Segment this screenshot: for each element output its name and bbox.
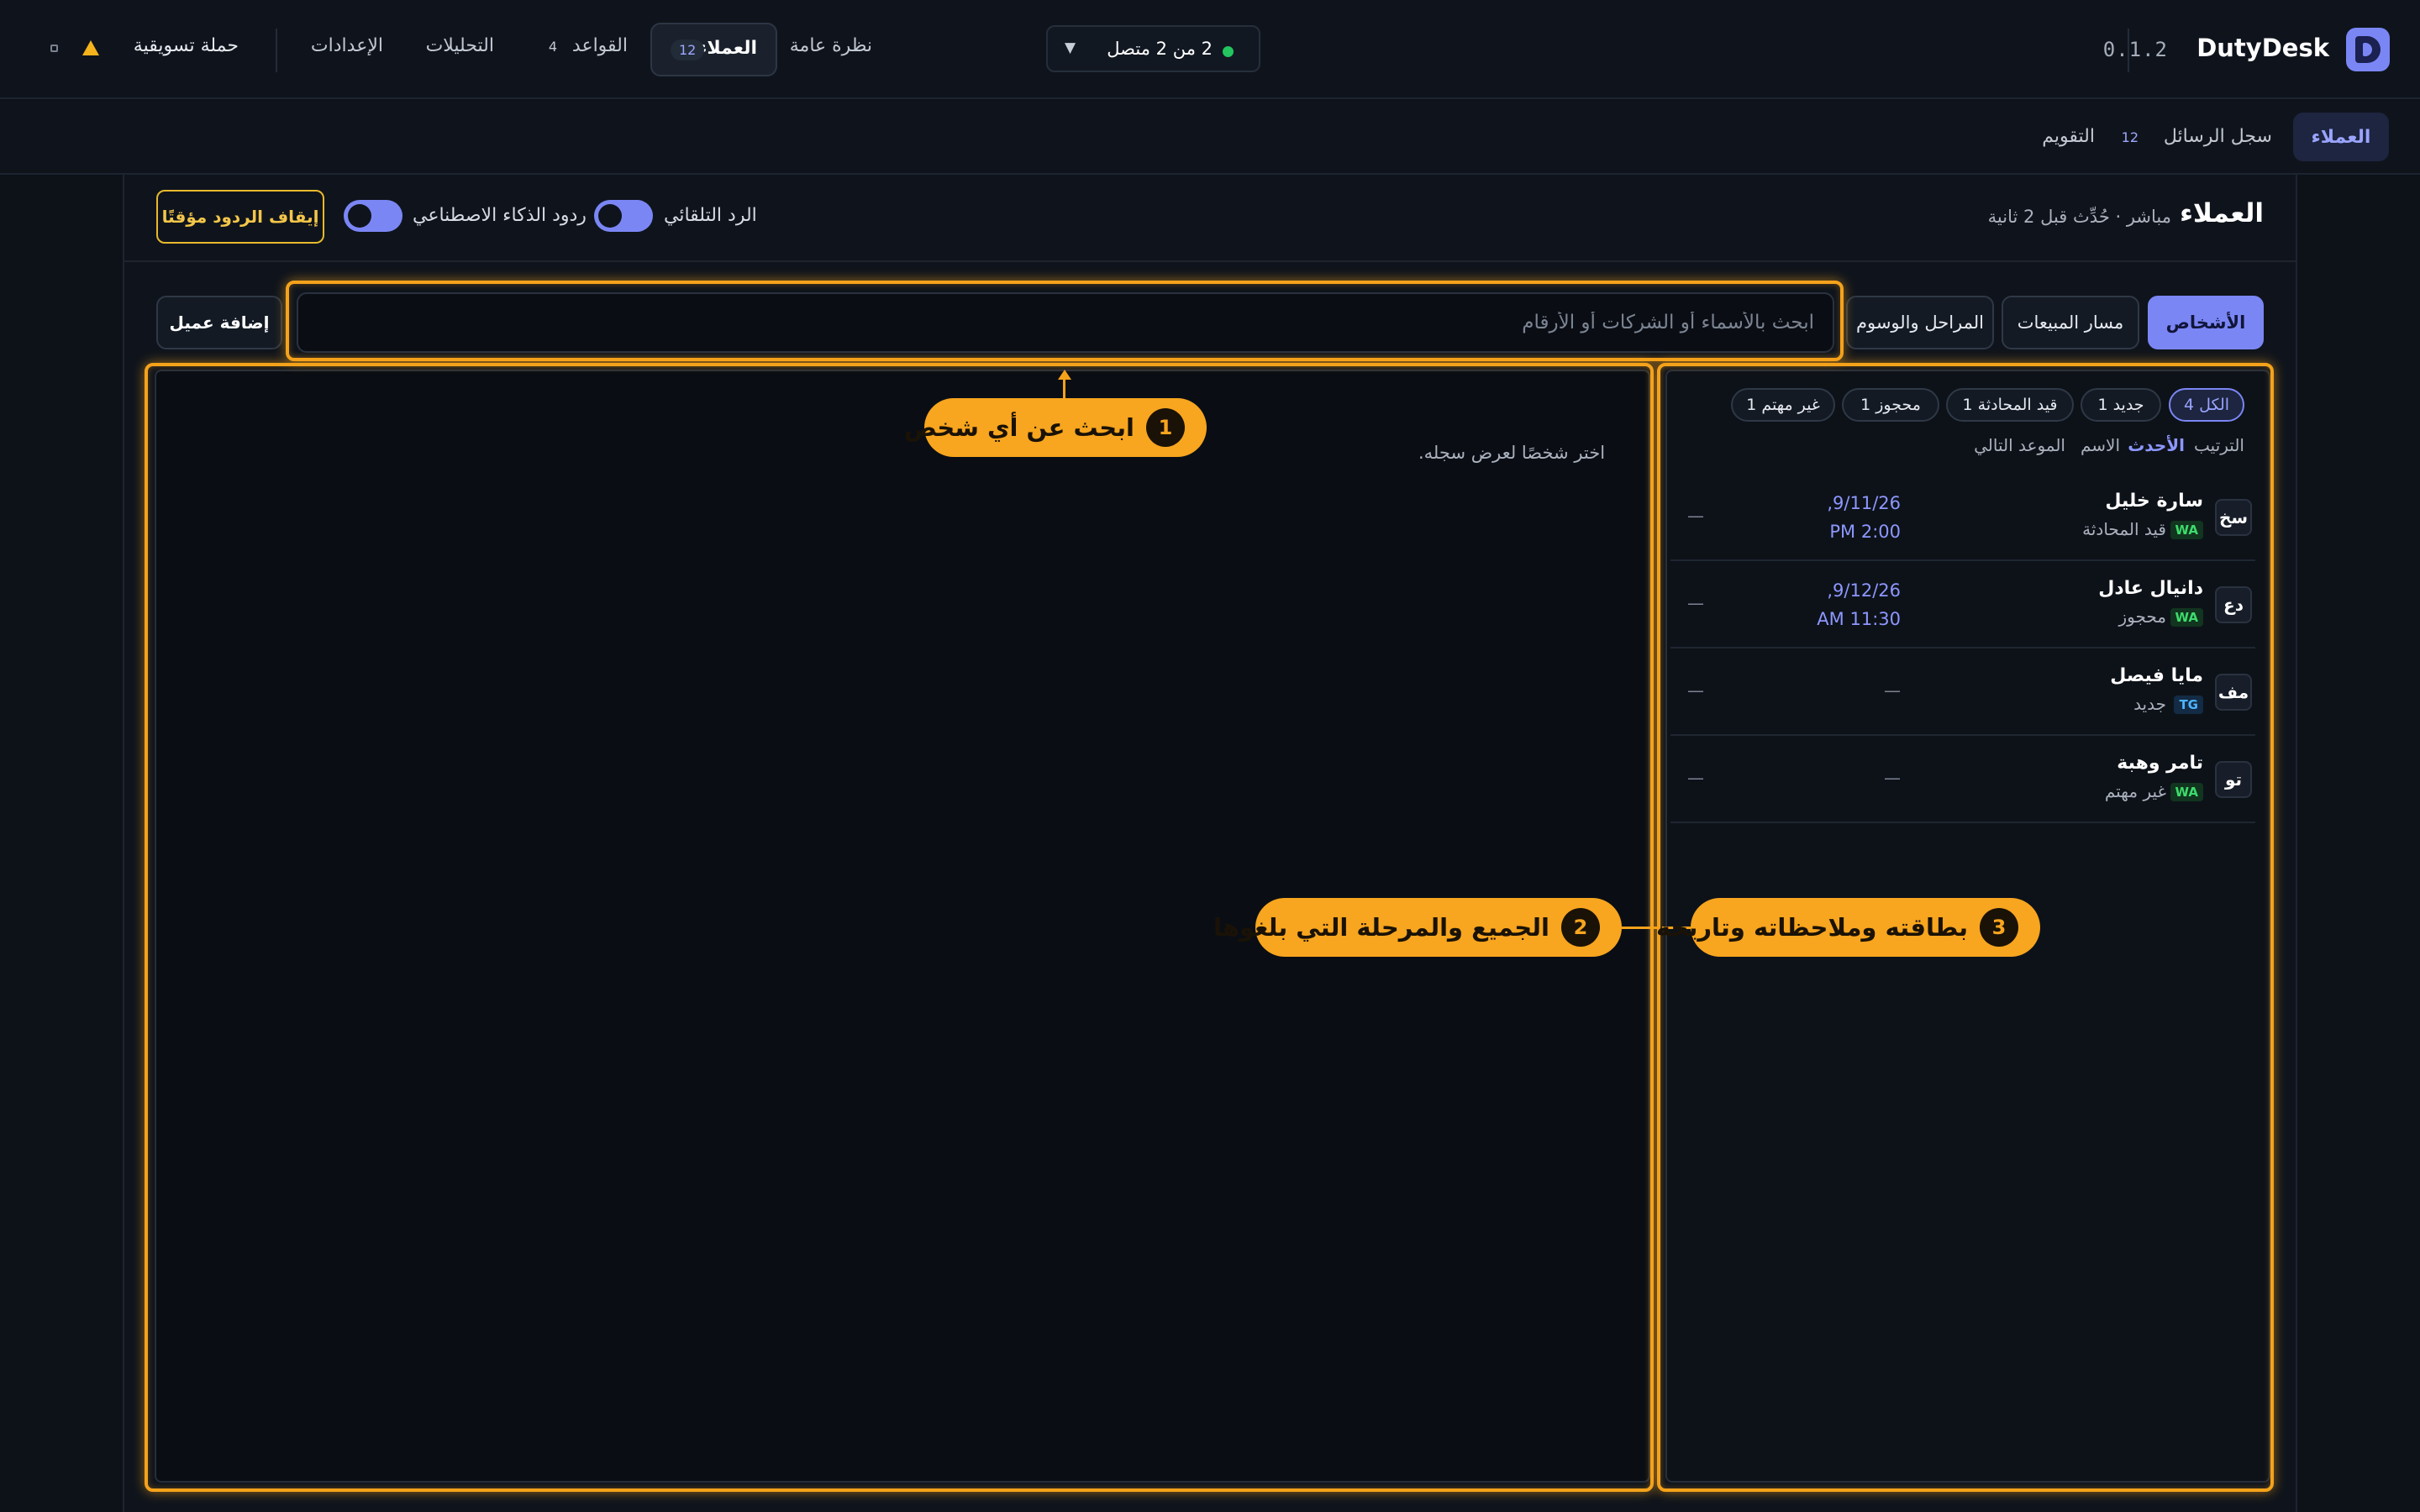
client-row[interactable]: تو تامر وهبة WA غير مهتم — — <box>1670 738 2255 823</box>
divider <box>123 260 2297 262</box>
connector-line <box>1662 927 1691 929</box>
filter-chip[interactable]: الكل 4 <box>2169 388 2244 422</box>
tab-people[interactable]: الأشخاص <box>2148 296 2264 349</box>
appointment-time: 11:30 AM <box>1817 609 1901 629</box>
client-stage: محجوز <box>2118 606 2166 627</box>
app-version: 0.1.2 <box>2102 38 2168 61</box>
connector-line <box>1622 927 1657 929</box>
auto-reply-toggle[interactable] <box>594 200 653 232</box>
nav-settings[interactable]: الإعدادات <box>310 35 383 56</box>
telegram-badge: TG <box>2174 696 2203 714</box>
avatar: تو <box>2215 761 2252 798</box>
nav-analytics[interactable]: التحليلات <box>425 35 494 56</box>
subnav-messages-count: 12 <box>2121 129 2139 145</box>
callout-detail: 3 بطاقته وملاحظاته وتاريخه <box>1656 898 2040 957</box>
avatar: دع <box>2215 586 2252 623</box>
connection-status-dropdown[interactable]: 2 من 2 متصل ▼ <box>1046 25 1260 72</box>
row-extra: — <box>1687 768 1704 788</box>
whatsapp-badge: WA <box>2170 783 2203 801</box>
nav-overview[interactable]: نظرة عامة <box>789 35 872 56</box>
nav-rules-count: 4 <box>548 39 557 55</box>
appointment-date: — <box>1884 768 1901 788</box>
window-icon[interactable] <box>50 45 58 52</box>
appointment-time: 2:00 PM <box>1829 522 1901 542</box>
auto-reply-label: الرد التلقائي <box>664 205 757 226</box>
row-extra: — <box>1687 506 1704 526</box>
nav-clients-label: العملاء <box>697 38 757 59</box>
list-highlight <box>1657 363 2274 1492</box>
nav-clients[interactable]: العملاء 12 <box>650 23 777 76</box>
avatar: سخ <box>2215 499 2252 536</box>
app-logo-icon <box>2346 28 2390 71</box>
warning-icon <box>82 40 99 55</box>
callout-text: بطاقته وملاحظاته وتاريخه <box>1655 913 1968 942</box>
callout-number: 2 <box>1561 908 1600 947</box>
connection-status-text: 2 من 2 متصل <box>1107 39 1213 59</box>
sort-label: الترتيب <box>2194 435 2244 455</box>
callout-list: 2 الجميع والمرحلة التي بلغوها <box>1213 898 1622 957</box>
filter-chip[interactable]: غير مهتم 1 <box>1731 388 1835 422</box>
ai-replies-toggle[interactable] <box>344 200 402 232</box>
tab-stages-tags[interactable]: المراحل والوسوم <box>1846 296 1994 349</box>
appointment-date: 9/11/26, <box>1827 493 1901 513</box>
client-name: مايا فيصل <box>2110 665 2203 686</box>
ai-replies-label: ردود الذكاء الاصطناعي <box>413 205 587 226</box>
avatar: مف <box>2215 674 2252 711</box>
client-name: سارة خليل <box>2105 491 2203 512</box>
divider <box>2128 29 2129 72</box>
toggle-knob <box>598 204 622 228</box>
search-input[interactable] <box>297 292 1834 353</box>
sort-newest[interactable]: الأحدث <box>2128 435 2185 455</box>
client-stage: قيد المحادثة <box>2082 519 2166 539</box>
add-client-button[interactable]: إضافة عميل <box>156 296 282 349</box>
filter-chip[interactable]: قيد المحادثة 1 <box>1946 388 2074 422</box>
client-stage: غير مهتم <box>2104 781 2166 801</box>
callout-number: 1 <box>1146 408 1185 447</box>
client-row[interactable]: مف مايا فيصل TG جديد — — <box>1670 650 2255 736</box>
row-extra: — <box>1687 680 1704 701</box>
brand-name: DutyDesk <box>2196 34 2329 62</box>
page-title: العملاء <box>2180 198 2264 228</box>
subnav-clients[interactable]: العملاء <box>2293 113 2389 161</box>
filter-chip[interactable]: محجوز 1 <box>1842 388 1939 422</box>
pause-replies-button[interactable]: إيقاف الردود مؤقتًا <box>156 190 324 244</box>
whatsapp-badge: WA <box>2170 521 2203 539</box>
client-name: تامر وهبة <box>2117 753 2203 774</box>
callout-number: 3 <box>1980 908 2018 947</box>
caret-down-icon: ▼ <box>1065 39 1076 56</box>
client-row[interactable]: سخ سارة خليل WA قيد المحادثة 9/11/26, 2:… <box>1670 475 2255 561</box>
divider <box>276 29 277 72</box>
sub-nav-bar: العملاء سجل الرسائل 12 التقويم <box>0 101 2420 175</box>
client-row[interactable]: دع دانيال عادل WA محجوز 9/12/26, 11:30 A… <box>1670 563 2255 648</box>
tab-sales-pipeline[interactable]: مسار المبيعات <box>2002 296 2139 349</box>
callout-text: ابحث عن أي شخص <box>903 413 1134 442</box>
callout-search: 1 ابحث عن أي شخص <box>904 398 1207 457</box>
sort-name[interactable]: الاسم <box>2080 435 2120 455</box>
nav-clients-count: 12 <box>671 39 705 60</box>
arrow-up-icon <box>1058 370 1071 380</box>
online-dot-icon <box>1223 46 1234 57</box>
callout-text: الجميع والمرحلة التي بلغوها <box>1213 913 1549 942</box>
row-extra: — <box>1687 593 1704 613</box>
sort-next-appointment[interactable]: الموعد التالي <box>1974 435 2065 455</box>
client-stage: جديد <box>2133 694 2166 714</box>
search-highlight <box>286 281 1844 361</box>
appointment-date: — <box>1884 680 1901 701</box>
client-name: دانيال عادل <box>2098 578 2203 599</box>
toggle-knob <box>348 204 371 228</box>
nav-rules[interactable]: القواعد <box>571 35 628 56</box>
empty-detail-message: اختر شخصًا لعرض سجله. <box>1418 443 1606 463</box>
subnav-calendar[interactable]: التقويم <box>2042 126 2095 147</box>
appointment-date: 9/12/26, <box>1827 580 1901 601</box>
connector-line <box>1063 376 1065 398</box>
subnav-messages-log[interactable]: سجل الرسائل <box>2163 126 2272 147</box>
filter-chip[interactable]: جديد 1 <box>2081 388 2161 422</box>
live-status: مباشر · حُدِّث قبل 2 ثانية <box>1987 207 2171 227</box>
whatsapp-badge: WA <box>2170 608 2203 627</box>
campaign-link[interactable]: حملة تسويقية <box>133 35 239 56</box>
